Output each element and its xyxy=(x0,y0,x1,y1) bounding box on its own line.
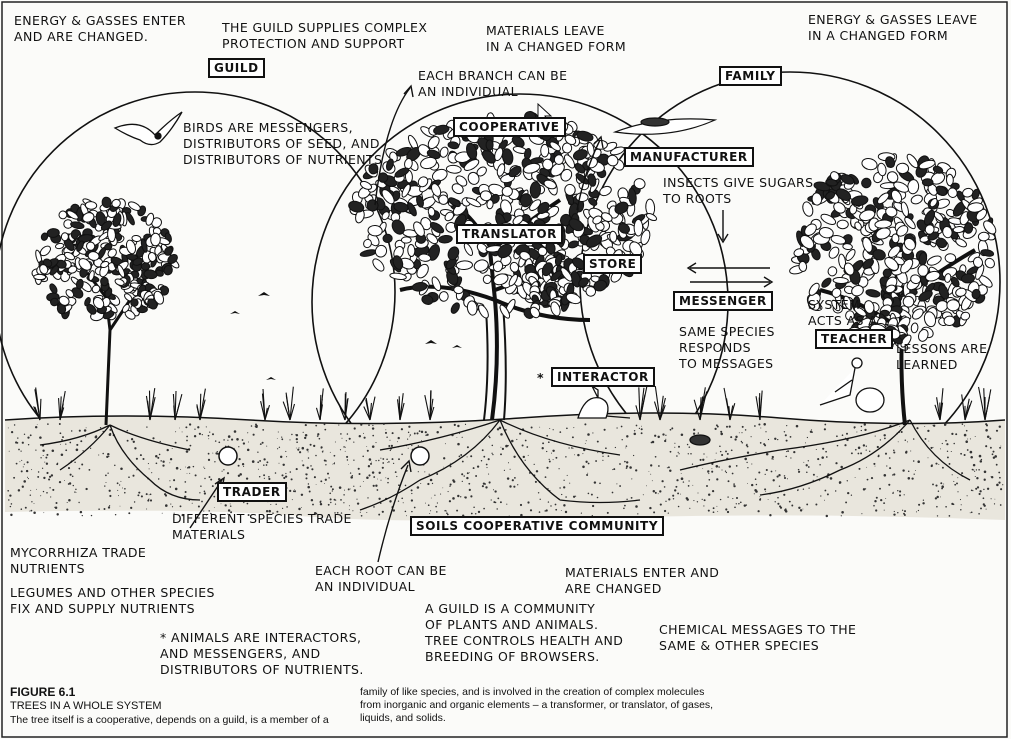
soil-band xyxy=(4,412,1006,521)
system-acts-note: SYSTEM ACTS AS A xyxy=(808,297,878,328)
mole-shape xyxy=(689,434,711,446)
interactor-star: * xyxy=(537,370,544,385)
interactor-box: INTERACTOR xyxy=(551,367,655,387)
left-tree xyxy=(31,196,180,426)
manufacturer-box: MANUFACTURER xyxy=(624,147,754,167)
materials-leave-note: MATERIALS LEAVE IN A CHANGED FORM xyxy=(486,23,627,54)
soils-community-box: SOILS COOPERATIVE COMMUNITY xyxy=(410,516,665,536)
translator-box: TRANSLATOR xyxy=(456,224,564,244)
kangaroo-icon xyxy=(577,384,631,419)
each-root-note: EACH ROOT CAN BE AN INDIVIDUAL xyxy=(315,563,447,594)
figure-title: TREES IN A WHOLE SYSTEM xyxy=(10,700,162,712)
person-icon xyxy=(819,357,885,413)
energy-enter-note: ENERGY & GASSES ENTER AND ARE CHANGED. xyxy=(14,13,187,44)
family-box: FAMILY xyxy=(719,66,782,86)
arrow-branch xyxy=(374,87,411,206)
root-network xyxy=(39,419,971,511)
trader-root-node xyxy=(218,446,238,466)
ground-plants xyxy=(33,385,992,421)
legumes-note: LEGUMES AND OTHER SPECIES FIX AND SUPPLY… xyxy=(10,585,215,616)
animals-note: * ANIMALS ARE INTERACTORS, AND MESSENGER… xyxy=(160,630,364,677)
each-branch-note: EACH BRANCH CAN BE AN INDIVIDUAL xyxy=(418,68,568,99)
root-node xyxy=(410,446,430,466)
trader-box: TRADER xyxy=(217,482,287,502)
different-species-note: DIFFERENT SPECIES TRADE MATERIALS xyxy=(172,511,352,542)
figure-number: FIGURE 6.1 xyxy=(10,685,76,699)
arrows xyxy=(189,84,774,563)
bird-icon xyxy=(113,111,183,146)
teacher-box: TEACHER xyxy=(815,329,894,349)
materials-enter-note: MATERIALS ENTER AND ARE CHANGED xyxy=(565,565,720,596)
cooperative-box: COOPERATIVE xyxy=(453,117,566,137)
birds-note: BIRDS ARE MESSENGERS, DISTRIBUTORS OF SE… xyxy=(183,120,383,167)
same-species-note: SAME SPECIES RESPONDS TO MESSAGES xyxy=(679,324,775,371)
chemical-messages-note: CHEMICAL MESSAGES TO THE SAME & OTHER SP… xyxy=(659,622,857,653)
right-tree xyxy=(789,152,997,426)
insect-icon xyxy=(614,117,718,135)
mycorrhiza-note: MYCORRHIZA TRADE NUTRIENTS xyxy=(10,545,147,576)
caption-text-right: family of like species, and is involved … xyxy=(360,686,714,724)
insects-note: INSECTS GIVE SUGARS TO ROOTS xyxy=(663,175,814,206)
guild-supplies-note: THE GUILD SUPPLIES COMPLEX PROTECTION AN… xyxy=(222,20,428,51)
lessons-note: LESSONS ARE LEARNED xyxy=(896,341,988,372)
messenger-box: MESSENGER xyxy=(673,291,773,311)
small-bird-icons xyxy=(230,292,462,380)
guild-box: GUILD xyxy=(208,58,265,78)
caption-text-left: The tree itself is a cooperative, depend… xyxy=(10,714,329,726)
guild-community-note: A GUILD IS A COMMUNITY OF PLANTS AND ANI… xyxy=(425,601,624,664)
store-box: STORE xyxy=(583,254,643,274)
energy-leave-note: ENERGY & GASSES LEAVE IN A CHANGED FORM xyxy=(808,12,978,43)
